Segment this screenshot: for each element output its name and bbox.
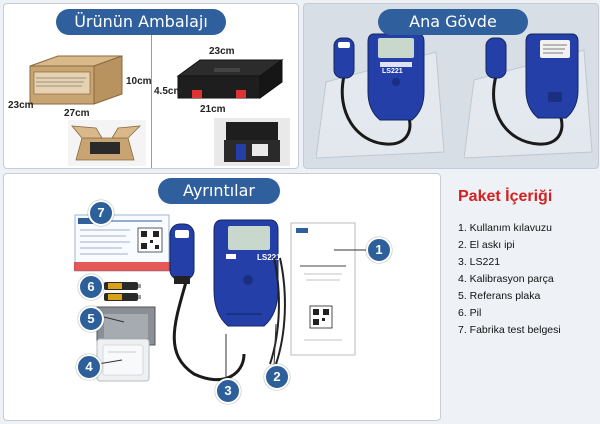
package-item-certificate: 7. Fabrika test belgesi: [458, 324, 561, 336]
package-contents-list: 1. Kullanım kılavuzu 2. El askı ipi 3. L…: [458, 220, 561, 339]
section-title-main-body: Ana Gövde: [378, 9, 528, 35]
package-contents-title: Paket İçeriği: [458, 188, 553, 205]
detail-device-model-label: LS221: [257, 253, 281, 262]
details-panel: LS221 1 2 3 4 5 6 7 Ayrıntılar: [3, 173, 441, 421]
device-front-image: [316, 33, 445, 159]
case-height-label: 4.5cm: [154, 86, 183, 97]
package-item-strap: 2. El askı ipi: [458, 239, 515, 251]
callout-6: 6: [78, 274, 104, 300]
package-item-device: 3. LS221: [458, 256, 501, 268]
test-certificate-image: [74, 214, 170, 272]
package-item-reference-plate: 5. Referans plaka: [458, 290, 541, 302]
batteries-image: [104, 282, 141, 301]
user-manual-image: [290, 222, 356, 356]
package-item-manual: 1. Kullanım kılavuzu: [458, 222, 552, 234]
main-body-panel: LS221 Ana Gövde: [303, 3, 599, 169]
case-depth-label: 21cm: [200, 104, 226, 115]
box-height-label: 10cm: [126, 76, 152, 87]
open-case-image: [214, 118, 290, 166]
device-model-label: LS221: [382, 68, 403, 75]
section-title-packaging: Ürünün Ambalajı: [56, 9, 226, 35]
section-title-details: Ayrıntılar: [158, 178, 280, 204]
box-width-label: 27cm: [64, 108, 90, 119]
calibration-foil-image: [96, 338, 150, 382]
callout-4: 4: [76, 354, 102, 380]
packaging-panel: 23cm 27cm 10cm 23cm 4.5cm 21cm Ürünün Am…: [3, 3, 299, 169]
callout-5: 5: [78, 306, 104, 332]
package-item-battery: 6. Pil: [458, 307, 482, 319]
callout-1: 1: [366, 237, 392, 263]
box-depth-label: 23cm: [8, 100, 34, 111]
callout-2: 2: [264, 364, 290, 390]
cardboard-box-image: [29, 55, 123, 105]
open-box-image: [68, 120, 146, 166]
package-item-calibration: 4. Kalibrasyon parça: [458, 273, 554, 285]
ls221-device-image: [169, 219, 279, 381]
case-width-label: 23cm: [209, 46, 235, 57]
panel-divider: [151, 34, 152, 168]
callout-7: 7: [88, 200, 114, 226]
carry-case-image: [176, 59, 284, 99]
wrist-strap-image: [269, 257, 286, 365]
callout-3: 3: [215, 378, 241, 404]
device-back-image: [464, 33, 593, 159]
